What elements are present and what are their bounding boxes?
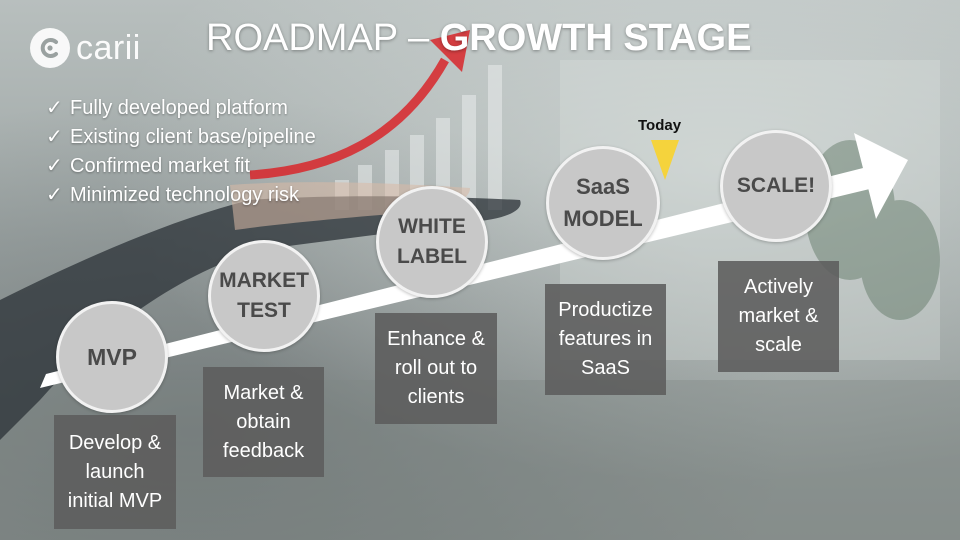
- brand-name: carii: [76, 28, 141, 67]
- stage-description-scale: Actively market & scale: [718, 261, 839, 372]
- stage-scale: SCALE!: [720, 130, 832, 242]
- stage-saas-model: SaaS MODEL: [546, 146, 660, 260]
- growth-arrow-illustration: [249, 57, 449, 180]
- title-part-2: GROWTH STAGE: [439, 17, 752, 59]
- checklist-item: ✓Existing client base/pipeline: [46, 123, 316, 152]
- stage-description-white-label: Enhance & roll out to clients: [375, 313, 497, 424]
- stage-description-market-test: Market & obtain feedback: [203, 367, 324, 477]
- stage-label: WHITE LABEL: [397, 215, 467, 268]
- stage-label: SCALE!: [736, 174, 816, 197]
- stage-label: SaaS MODEL: [563, 174, 643, 231]
- brand-logo: carii: [30, 28, 141, 68]
- stage-description: Productize features in SaaS: [558, 299, 653, 379]
- checklist: ✓Fully developed platform ✓Existing clie…: [46, 94, 316, 210]
- stage-market-test: MARKET TEST: [208, 240, 320, 352]
- stage-description-mvp: Develop & launch initial MVP: [54, 415, 176, 529]
- check-icon: ✓: [46, 97, 63, 119]
- today-marker-icon: [651, 140, 679, 180]
- stage-description: Develop & launch initial MVP: [67, 431, 163, 512]
- carii-logo-icon: [30, 28, 70, 68]
- checklist-item: ✓Fully developed platform: [46, 94, 316, 123]
- stage-white-label: WHITE LABEL: [376, 186, 488, 298]
- today-label: Today: [638, 117, 682, 134]
- stage-description: Enhance & roll out to clients: [387, 328, 485, 408]
- check-icon: ✓: [46, 155, 63, 177]
- stage-description-saas-model: Productize features in SaaS: [545, 284, 666, 395]
- stage-mvp: MVP: [56, 301, 168, 413]
- hand-illustration: [0, 196, 521, 440]
- title-part-1: ROADMAP –: [206, 17, 440, 59]
- stage-label: MVP: [87, 344, 137, 370]
- check-icon: ✓: [46, 184, 63, 206]
- checklist-item: ✓Minimized technology risk: [46, 181, 316, 210]
- roadmap-arrowhead-icon: [854, 133, 908, 219]
- stage-description: Actively market & scale: [738, 276, 819, 356]
- stage-label: MARKET TEST: [219, 269, 309, 322]
- checklist-item: ✓Confirmed market fit: [46, 152, 316, 181]
- slide-title: ROADMAP – GROWTH STAGE: [206, 16, 806, 60]
- check-icon: ✓: [46, 126, 63, 148]
- stage-description: Market & obtain feedback: [222, 381, 305, 462]
